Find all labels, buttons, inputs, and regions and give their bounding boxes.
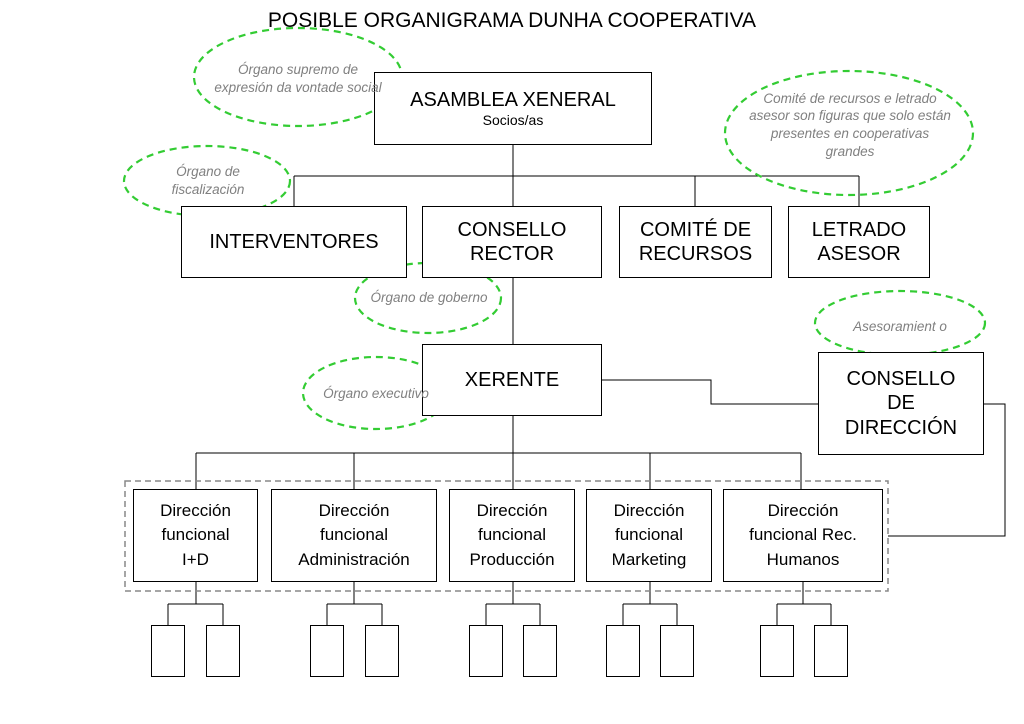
direccion-administracion-box: Dirección funcional Administración: [271, 489, 437, 582]
consello-direccion-box: CONSELLO DE DIRECCIÓN: [818, 352, 984, 455]
note-organo-goberno: Órgano de goberno: [370, 290, 488, 306]
connector-line: [326, 582, 383, 625]
comite-recursos-label: COMITÉ DE RECURSOS: [638, 218, 753, 265]
note-comites-cooperativas-grandes: Comité de recursos e letrado asesor son …: [749, 90, 951, 159]
chart-title: POSIBLE ORGANIGRAMA DUNHA COOPERATIVA: [267, 9, 757, 32]
connector-line: [776, 582, 832, 625]
sub-unit-box: [206, 625, 240, 677]
ellipse-comites-cooperativas-grandes: [723, 69, 975, 197]
connector-line: [888, 403, 1006, 537]
note-organo-fiscalizacion: Órgano de fiscalización: [171, 164, 245, 197]
connector-line: [167, 582, 224, 625]
sub-unit-box: [606, 625, 640, 677]
interventores-label: INTERVENTORES: [209, 230, 379, 253]
sub-unit-box: [760, 625, 794, 677]
direccion-marketing-box: Dirección funcional Marketing: [586, 489, 712, 582]
sub-unit-box: [523, 625, 557, 677]
interventores-box: INTERVENTORES: [181, 206, 407, 278]
sub-unit-box: [660, 625, 694, 677]
consello-direccion-label: CONSELLO DE DIRECCIÓN: [844, 367, 958, 439]
sub-unit-box: [814, 625, 848, 677]
direccion-id-box: Dirección funcional I+D: [133, 489, 258, 582]
asamblea-xeneral-label: ASAMBLEA XENERAL: [410, 88, 616, 111]
sub-unit-box: [469, 625, 503, 677]
direccion-produccion-label: Dirección funcional Producción: [469, 500, 555, 569]
note-asesoramento: Asesoramient o: [853, 319, 947, 335]
direccion-rec-humanos-box: Dirección funcional Rec. Humanos: [723, 489, 883, 582]
note-organo-executivo: Órgano executivo: [323, 386, 429, 402]
asamblea-xeneral-sublabel: Socios/as: [482, 112, 544, 129]
sub-unit-box: [310, 625, 344, 677]
connector-line: [602, 379, 818, 405]
sub-unit-box: [365, 625, 399, 677]
consello-rector-label: CONSELLO RECTOR: [457, 218, 567, 265]
letrado-asesor-label: LETRADO ASESOR: [811, 218, 907, 265]
direccion-administracion-label: Dirección funcional Administración: [298, 500, 410, 569]
functional-directions-group-frame: [124, 480, 889, 592]
sub-unit-box: [151, 625, 185, 677]
note-organo-supremo: Órgano supremo de expresión da vontade s…: [214, 62, 382, 95]
comite-recursos-box: COMITÉ DE RECURSOS: [619, 206, 772, 278]
ellipse-organo-goberno: [353, 261, 503, 335]
direccion-marketing-label: Dirección funcional Marketing: [611, 500, 687, 569]
xerente-label: XERENTE: [464, 368, 560, 391]
connector-line: [622, 582, 678, 625]
connector-line: [485, 582, 541, 625]
direccion-rec-humanos-label: Dirección funcional Rec. Humanos: [749, 500, 857, 569]
xerente-box: XERENTE: [422, 344, 602, 416]
consello-rector-box: CONSELLO RECTOR: [422, 206, 602, 278]
asamblea-xeneral-box: ASAMBLEA XENERAL Socios/as: [374, 72, 652, 145]
direccion-produccion-box: Dirección funcional Producción: [449, 489, 575, 582]
direccion-id-label: Dirección funcional I+D: [160, 500, 231, 569]
letrado-asesor-box: LETRADO ASESOR: [788, 206, 930, 278]
